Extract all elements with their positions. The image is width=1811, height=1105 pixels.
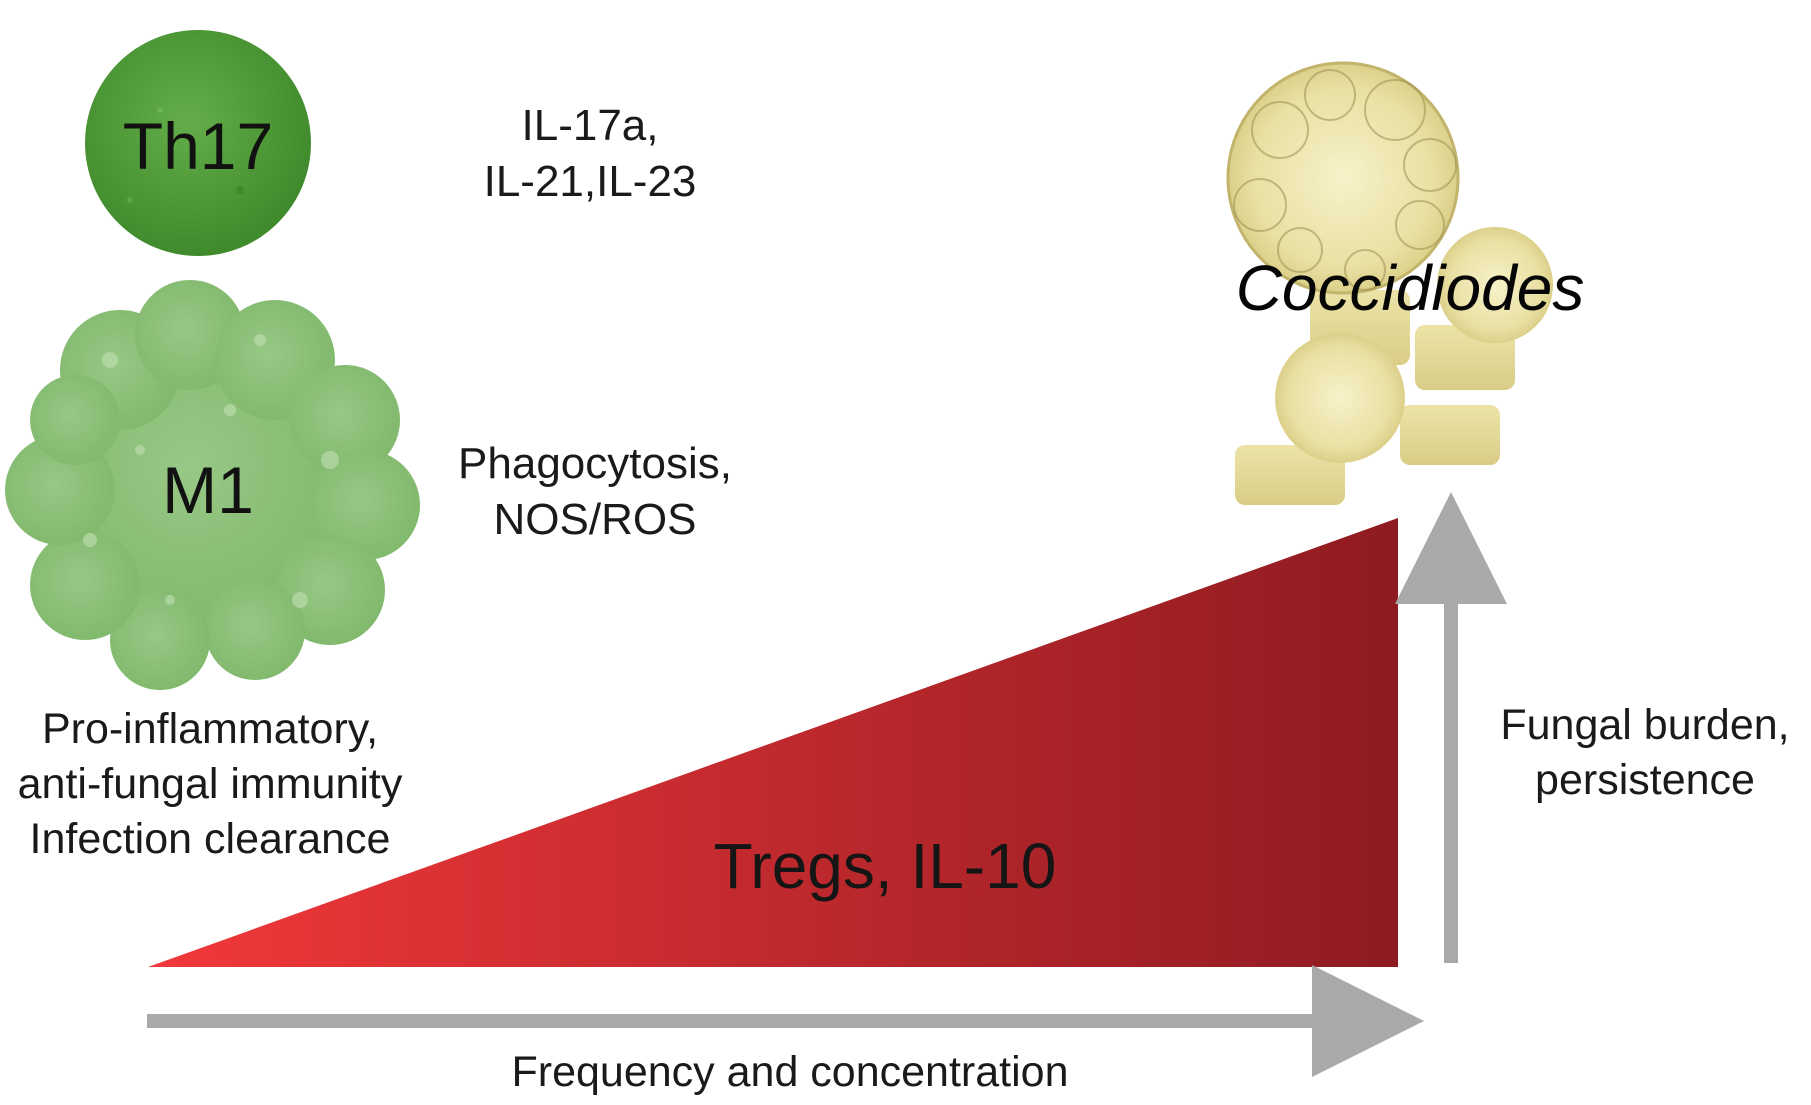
coccidioides-label: Coccidiodes xyxy=(1235,252,1585,324)
cytokine-line-2: IL-21,IL-23 xyxy=(483,157,697,207)
th17-cell xyxy=(85,30,311,256)
summary-line-1: Pro-inflammatory, xyxy=(41,705,379,753)
th17-cytokines: IL-17a, IL-21,IL-23 xyxy=(440,98,740,211)
summary-line-3: Infection clearance xyxy=(29,815,391,864)
function-line-1: Phagocytosis, xyxy=(458,439,732,488)
fungal-burden-label: Fungal burden, persistence xyxy=(1480,698,1810,808)
frequency-label: Frequency and concentration xyxy=(511,1048,1069,1096)
m1-label: M1 xyxy=(162,453,254,527)
left-summary: Pro-inflammatory, anti-fungal immunity I… xyxy=(0,702,420,867)
tregs-wedge xyxy=(148,518,1398,967)
burden-line-2: persistence xyxy=(1535,756,1755,805)
th17-label: Th17 xyxy=(122,109,274,183)
summary-line-2: anti-fungal immunity xyxy=(17,760,403,809)
burden-line-1: Fungal burden, xyxy=(1500,701,1790,749)
cytokine-line-1: IL-17a, xyxy=(521,101,659,150)
m1-speckles xyxy=(83,334,339,608)
m1-functions: Phagocytosis, NOS/ROS xyxy=(430,436,760,549)
coccidioides-organism xyxy=(1226,61,1553,505)
tregs-label: Tregs, IL-10 xyxy=(713,830,1057,902)
function-line-2: NOS/ROS xyxy=(493,495,697,545)
m1-cell xyxy=(5,280,420,690)
